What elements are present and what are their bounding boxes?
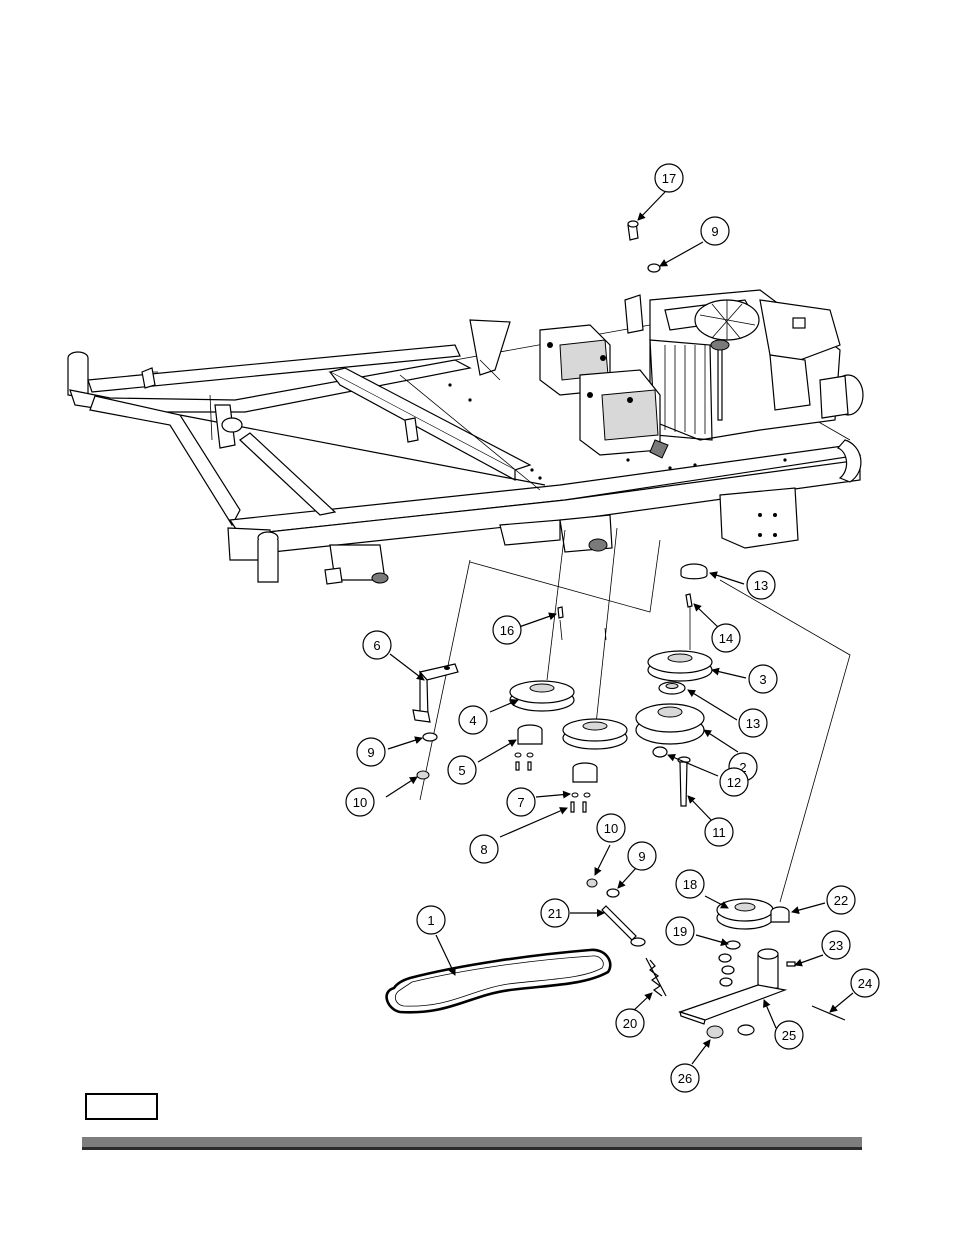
svg-text:16: 16	[500, 623, 514, 638]
part-3-pulley	[647, 650, 713, 682]
callout-13: 13	[746, 570, 776, 600]
callout-20: 20	[615, 1008, 645, 1038]
svg-text:7: 7	[517, 795, 524, 810]
svg-text:13: 13	[754, 578, 768, 593]
callout-11: 11	[704, 817, 734, 847]
part-2-pulley	[635, 703, 705, 745]
svg-text:17: 17	[662, 171, 676, 186]
callout-16: 16	[492, 615, 522, 645]
callout-7: 7	[506, 787, 536, 817]
part-14-key	[685, 593, 693, 608]
callout-12: 12	[719, 767, 749, 797]
part-22-bushing	[770, 906, 790, 923]
svg-text:9: 9	[367, 745, 374, 760]
part-13-bushing-lower	[658, 681, 686, 695]
callout-17: 17	[654, 163, 684, 193]
callout-26: 26	[670, 1063, 700, 1093]
part-4-pulley	[509, 680, 575, 712]
part-6-bracket	[412, 663, 459, 723]
callout-8: 8	[469, 834, 499, 864]
leader-lines	[385, 191, 854, 1065]
svg-text:25: 25	[782, 1028, 796, 1043]
part-9-washer	[647, 263, 661, 273]
callout-25: 25	[774, 1020, 804, 1050]
footer-divider	[82, 1137, 862, 1150]
svg-text:3: 3	[759, 672, 766, 687]
part-7-set-screws	[514, 752, 591, 798]
callout-18: 18	[675, 869, 705, 899]
part-17-bolt	[627, 220, 639, 241]
callout-1: 1	[416, 905, 446, 935]
callout-19: 19	[665, 916, 695, 946]
page-number-box	[85, 1093, 158, 1120]
svg-text:4: 4	[469, 713, 476, 728]
svg-text:8: 8	[480, 842, 487, 857]
callout-9: 9	[700, 216, 730, 246]
svg-text:21: 21	[548, 906, 562, 921]
callout-21: 21	[540, 898, 570, 928]
part-18-pulley	[716, 898, 774, 930]
part-26-nuts	[706, 1024, 755, 1039]
svg-text:10: 10	[604, 821, 618, 836]
part-16-key	[557, 606, 564, 619]
callout-4: 4	[458, 705, 488, 735]
callout-13: 13	[738, 708, 768, 738]
svg-text:24: 24	[858, 976, 872, 991]
svg-text:2: 2	[739, 760, 746, 775]
callout-3: 3	[748, 664, 778, 694]
svg-text:9: 9	[638, 849, 645, 864]
svg-text:20: 20	[623, 1016, 637, 1031]
callout-22: 22	[826, 885, 856, 915]
part-10-nut-left	[416, 770, 430, 780]
part-5-hub	[517, 724, 598, 783]
engine-assembly	[448, 289, 864, 480]
callout-9: 9	[356, 737, 386, 767]
callout-24: 24	[850, 968, 880, 998]
part-13-bushing	[680, 563, 708, 580]
part-20-spring	[645, 957, 667, 997]
part-1-belt	[385, 948, 612, 1014]
callout-6: 6	[362, 630, 392, 660]
svg-text:14: 14	[719, 631, 733, 646]
svg-text:5: 5	[458, 763, 465, 778]
part-19-washers	[718, 940, 741, 987]
exploded-parts	[385, 220, 846, 1039]
part-25-idler-arm	[678, 948, 788, 1025]
svg-text:1: 1	[427, 913, 434, 928]
svg-text:23: 23	[829, 938, 843, 953]
svg-text:22: 22	[834, 893, 848, 908]
callout-bubbles: 17 9 13 14 16 6 3 4 13 9 5 2 12 10 7 11 …	[345, 163, 880, 1093]
callout-10: 10	[345, 787, 375, 817]
svg-text:19: 19	[673, 924, 687, 939]
callout-23: 23	[821, 930, 851, 960]
part-10-nut	[586, 878, 598, 888]
part-23-pin	[786, 961, 796, 967]
part-9-washer-left	[422, 732, 438, 742]
center-pulley	[562, 718, 628, 750]
svg-text:9: 9	[711, 224, 718, 239]
part-9-washer-center	[606, 888, 620, 898]
svg-text:26: 26	[678, 1071, 692, 1086]
callout-5: 5	[447, 755, 477, 785]
callout-14: 14	[711, 623, 741, 653]
svg-text:10: 10	[353, 795, 367, 810]
mower-frame	[67, 319, 862, 585]
part-12-washer	[652, 746, 668, 758]
callout-10: 10	[596, 813, 626, 843]
callout-9: 9	[627, 841, 657, 871]
belt-routing-lines	[419, 527, 851, 903]
svg-text:13: 13	[746, 716, 760, 731]
svg-text:12: 12	[727, 775, 741, 790]
svg-text:6: 6	[373, 638, 380, 653]
part-8-keys	[515, 761, 587, 813]
part-21-eye-bolt	[601, 905, 646, 947]
svg-text:18: 18	[683, 877, 697, 892]
part-24-cotter-pin	[811, 1005, 846, 1021]
part-11-bolt	[677, 756, 691, 807]
svg-text:11: 11	[712, 825, 726, 840]
